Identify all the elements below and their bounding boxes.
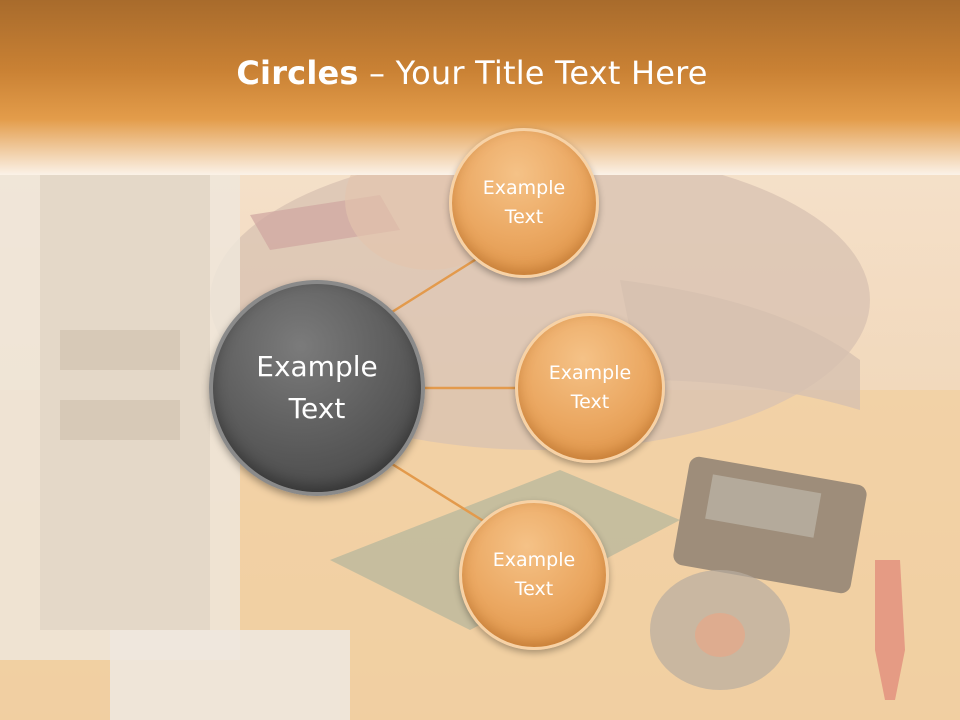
connector-line-1 xyxy=(391,256,479,314)
center-circle[interactable]: Example Text xyxy=(209,280,425,496)
technician-arm xyxy=(620,280,860,410)
outer-circle-2-label: Example Text xyxy=(548,361,632,413)
multimeter-display xyxy=(705,474,822,538)
outer-circle-1-label: Example Text xyxy=(482,176,566,228)
drive-bay xyxy=(60,400,180,440)
outer-circle-3[interactable]: Example Text xyxy=(459,500,609,650)
title-bold: Circles xyxy=(236,54,359,92)
cpu-cooler-core xyxy=(695,613,745,657)
title-rest: – Your Title Text Here xyxy=(358,54,708,92)
power-supply xyxy=(110,630,350,720)
drive-bay xyxy=(60,330,180,370)
center-circle-label: Example Text xyxy=(256,350,378,425)
connector-line-3 xyxy=(391,462,486,524)
slide-title[interactable]: Circles – Your Title Text Here xyxy=(0,54,944,92)
outer-circle-3-label: Example Text xyxy=(492,548,576,600)
screwdriver xyxy=(875,560,905,700)
outer-circle-1[interactable]: Example Text xyxy=(449,128,599,278)
outer-circle-2[interactable]: Example Text xyxy=(515,313,665,463)
